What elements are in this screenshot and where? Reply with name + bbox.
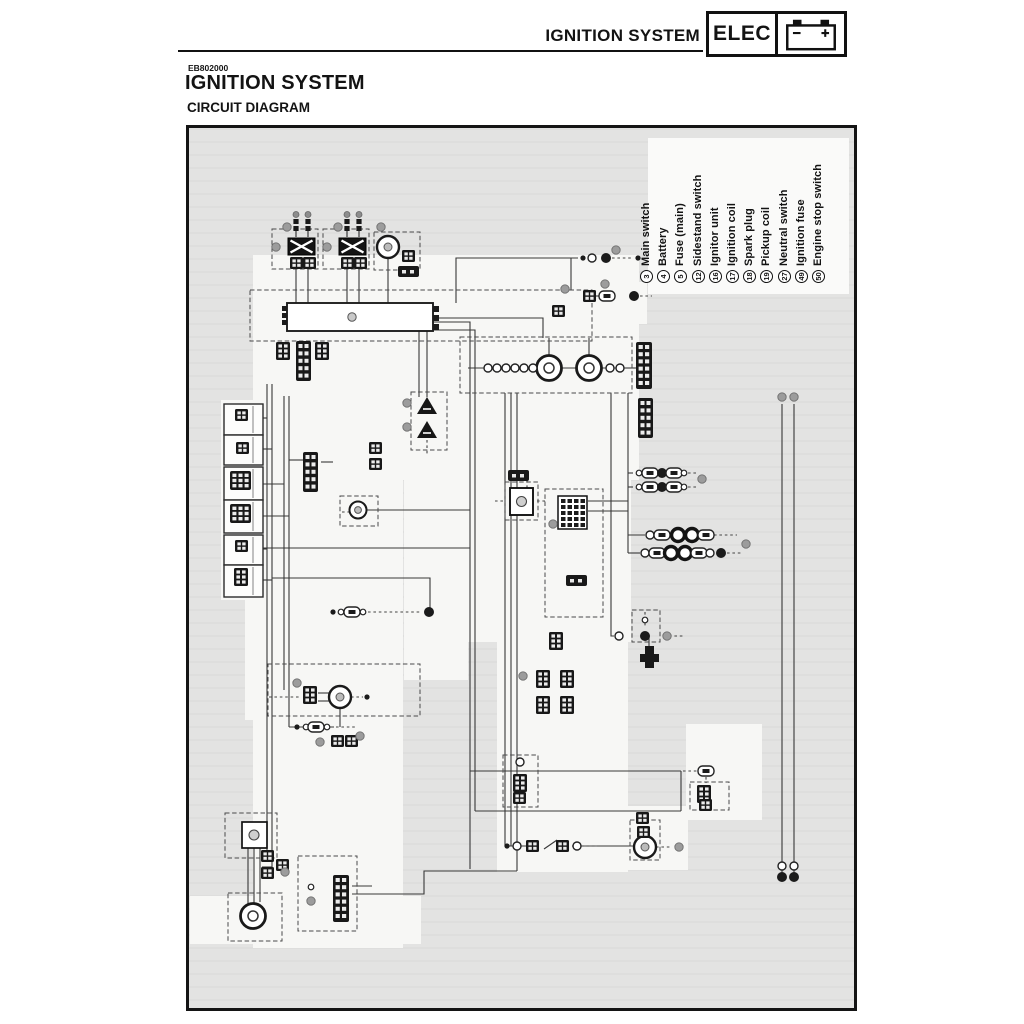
legend-item-number: 16: [708, 270, 722, 283]
legend-item-number: 50: [811, 270, 825, 283]
header-rule: [178, 50, 703, 52]
legend-item-number: 5: [673, 270, 687, 283]
battery-badge: [775, 11, 847, 57]
t-connector-symbol: [640, 646, 659, 668]
elec-badge-label: ELEC: [712, 22, 771, 45]
legend-item: 27 Neutral switch: [776, 189, 792, 283]
legend-item: 4 Battery: [655, 227, 671, 283]
spark-plug-symbols: [292, 210, 363, 238]
legend-item-label: Pickup coil: [760, 206, 773, 266]
ignitor-unit-symbol: [282, 302, 439, 332]
legend-item-label: Engine stop switch: [812, 163, 824, 266]
component-dashed-boxes: [224, 228, 730, 942]
legend-item-label: Fuse (main): [674, 203, 687, 266]
legend-item-number: 3: [639, 270, 653, 283]
legend-item: 16 Ignitor unit: [707, 207, 723, 283]
legend-item: 3 Main switch: [638, 203, 654, 283]
legend-item: 12 Sidestand switch: [690, 175, 706, 283]
legend-item-number: 19: [759, 270, 773, 283]
page-title: IGNITION SYSTEM: [185, 72, 365, 94]
legend-item-number: 12: [691, 270, 705, 283]
legend-item-label: Sidestand switch: [691, 174, 704, 266]
section-code: EB802000: [188, 63, 229, 73]
header-section-title: IGNITION SYSTEM: [545, 26, 700, 45]
legend-item: 18 Spark plug: [741, 208, 757, 283]
circuit-diagram: [190, 210, 799, 948]
pickup-area-symbols: [241, 821, 268, 849]
legend-item-number: 27: [777, 270, 791, 283]
legend-item-number: 49: [794, 270, 808, 283]
dashed-leads: [269, 257, 741, 848]
legend-item-label: Main switch: [640, 202, 652, 266]
elec-badge: ELEC: [706, 11, 778, 57]
battery-icon: [786, 19, 836, 51]
legend-item-label: Spark plug: [743, 208, 756, 266]
legend-item-label: Ignitor unit: [708, 207, 721, 266]
left-connector-stack: [223, 403, 264, 598]
page-subtitle: CIRCUIT DIAGRAM: [187, 100, 310, 115]
legend-item: 49 Ignition fuse: [793, 199, 809, 283]
legend-item-number: 4: [656, 270, 670, 283]
legend-item: 5 Fuse (main): [672, 203, 688, 283]
legend-item: 19 Pickup coil: [758, 207, 774, 283]
legend-item-label: Battery: [657, 227, 670, 266]
legend-item-label: Ignition fuse: [794, 199, 807, 266]
legend-item-label: Ignition coil: [726, 202, 738, 266]
legend-item: 50 Engine stop switch: [810, 164, 826, 283]
legend-item-number: 17: [725, 270, 739, 283]
legend-item-number: 18: [742, 270, 756, 283]
legend-item-label: Neutral switch: [777, 189, 790, 266]
legend-item: 17 Ignition coil: [724, 203, 740, 283]
